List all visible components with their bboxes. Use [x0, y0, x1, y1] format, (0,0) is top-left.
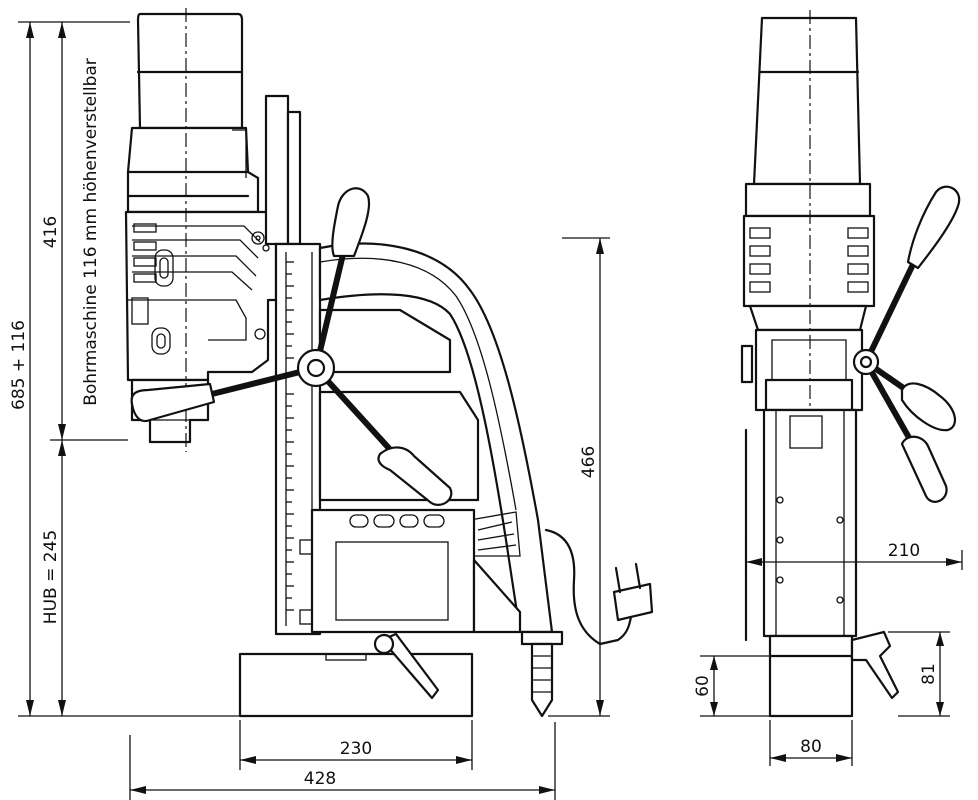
overall-length-label: 428 [304, 769, 336, 789]
stroke-label: HUB = 245 [41, 530, 61, 624]
column-height-dimension [548, 237, 610, 717]
base-height-label: 60 [693, 675, 713, 697]
drill-height-label: 416 [41, 216, 61, 248]
base-width-label: 80 [800, 737, 822, 757]
base-length-label: 230 [340, 739, 372, 759]
right-dimension-system [700, 540, 963, 766]
left-dimension-system [18, 21, 240, 717]
lever-height-label: 81 [919, 663, 939, 685]
base-length-dimensions [129, 720, 556, 800]
drill-machine-side-view [124, 8, 654, 718]
side-width-label: 210 [888, 541, 920, 561]
scale-ticks [286, 261, 294, 611]
drill-machine-front-view [740, 10, 961, 718]
overall-height-label: 685 + 116 [9, 320, 29, 410]
drill-adjustment-note: Bohrmaschine 116 mm höhenverstellbar [81, 58, 101, 406]
column-height-label: 466 [579, 446, 599, 478]
feed-handles [130, 187, 453, 506]
